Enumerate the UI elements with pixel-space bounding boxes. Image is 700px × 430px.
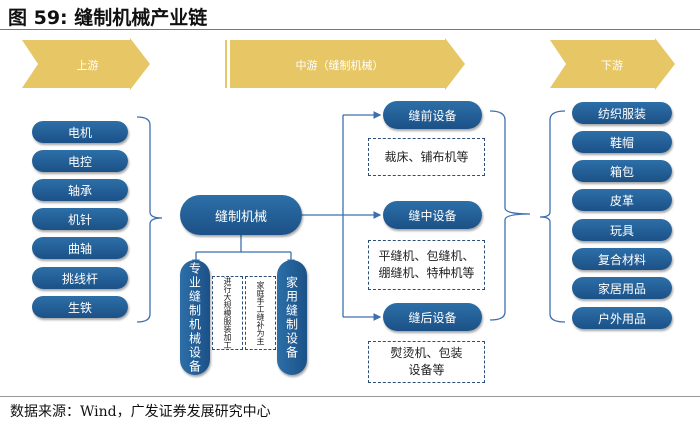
upstream-item: 轴承: [32, 179, 128, 201]
downstream-item: 纺织服装: [572, 102, 672, 124]
downstream-label: 下游: [601, 59, 623, 72]
figure-title: 图 59: 缝制机械产业链: [8, 7, 208, 29]
upstream-item: 曲轴: [32, 237, 128, 259]
category-note: 进行大规模服装加工: [212, 276, 243, 350]
downstream-item: 玩具: [572, 219, 672, 241]
downstream-item: 鞋帽: [572, 131, 672, 153]
upstream-bracket: [136, 116, 163, 323]
equipment-examples: 平缝机、包缝机、绷缝机、特种机等: [368, 240, 485, 290]
downstream-arrow: [550, 38, 675, 90]
source-note: 数据来源：Wind，广发证券发展研究中心: [10, 404, 271, 420]
title-divider: [0, 29, 700, 30]
upstream-item: 电机: [32, 121, 128, 143]
upstream-item: 生铁: [32, 296, 128, 318]
equipment-sewing: 缝中设备: [383, 201, 482, 229]
downstream-item: 户外用品: [572, 307, 672, 329]
downstream-bracket: [539, 110, 566, 323]
downstream-item: 复合材料: [572, 248, 672, 270]
category-household: 家用缝制设备: [277, 260, 307, 375]
downstream-item: 箱包: [572, 160, 672, 182]
downstream-item: 皮革: [572, 189, 672, 211]
upstream-arrow: [22, 38, 150, 90]
equipment-examples: 熨烫机、包装设备等: [368, 341, 485, 383]
category-note: 家庭手工缝补为主: [245, 276, 276, 350]
footer-divider: [0, 396, 700, 397]
equipment-pre-sewing: 缝前设备: [383, 101, 482, 129]
upstream-label: 上游: [76, 59, 99, 72]
equipment-post-sewing: 缝后设备: [383, 303, 482, 331]
upstream-item: 挑线杆: [32, 267, 128, 289]
category-professional: 专业缝制机械设备: [180, 260, 210, 375]
midstream-arrow-stripe: [225, 40, 227, 88]
midstream-bracket: [489, 110, 531, 321]
upstream-item: 机针: [32, 208, 128, 230]
downstream-item: 家居用品: [572, 277, 672, 299]
midstream-arrow: [230, 38, 465, 90]
midstream-label: 中游（缝制机械）: [295, 59, 384, 72]
center-node: 缝制机械: [180, 195, 302, 235]
upstream-item: 电控: [32, 150, 128, 172]
equipment-examples: 裁床、铺布机等: [368, 138, 485, 176]
